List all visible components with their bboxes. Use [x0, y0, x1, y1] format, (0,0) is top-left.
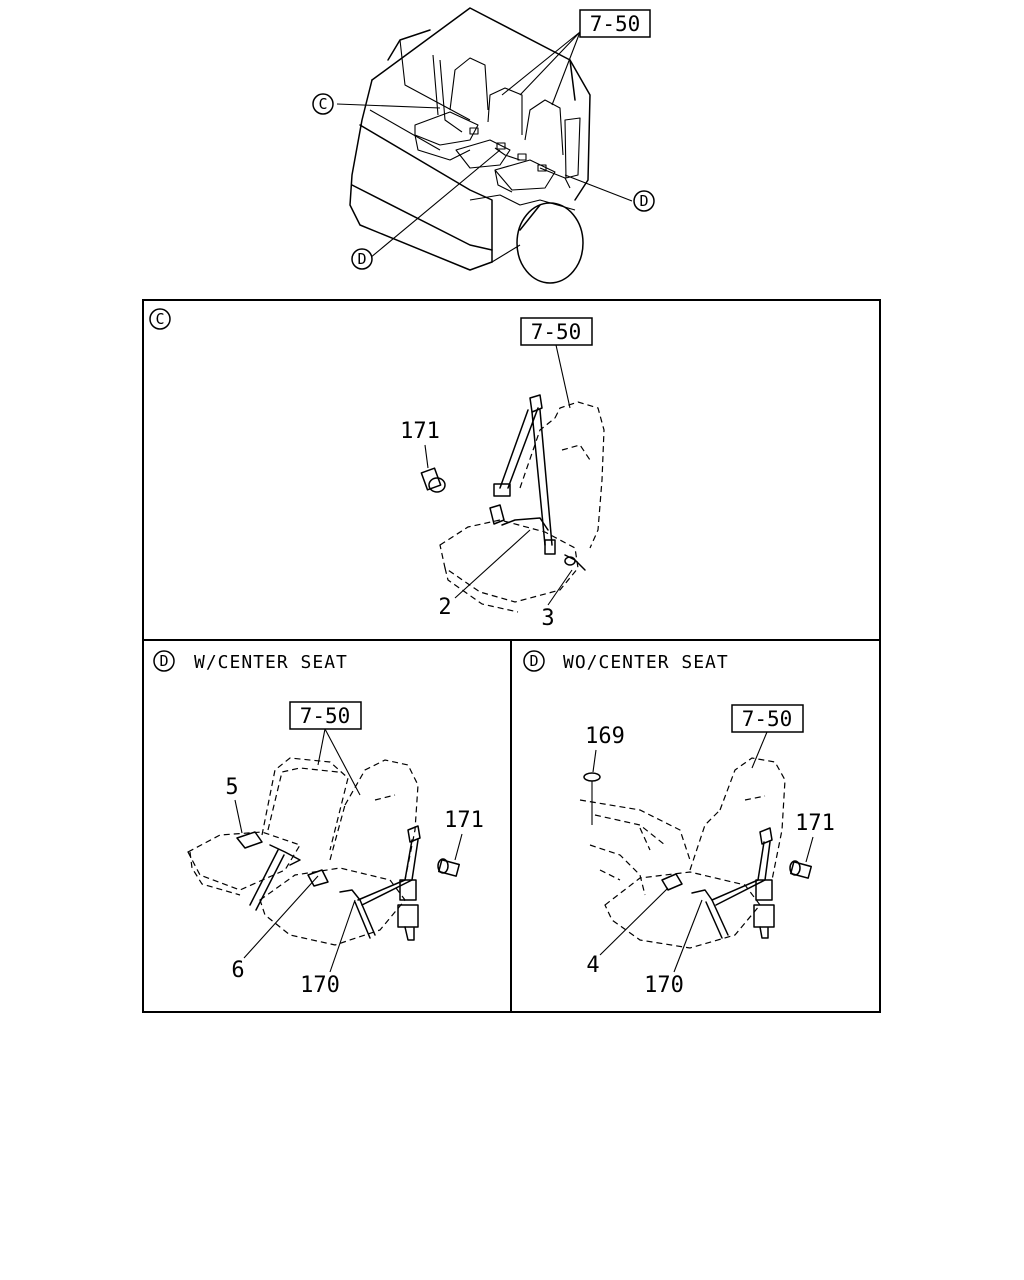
overview-callout-c: [312, 93, 334, 115]
leader-170-d-right: [673, 899, 703, 973]
panel-c-callout-text: C: [155, 310, 164, 328]
part-number-171-d-left: 171: [444, 808, 484, 833]
bolt-171-icon: [420, 467, 446, 493]
panel-d-right-callout-text: D: [529, 652, 538, 670]
panel-c-ref-text: 7-50: [531, 320, 582, 344]
part-number-5: 5: [225, 775, 238, 800]
panel-d-left-ref-leader-1: [317, 728, 326, 766]
overview-callout-c-text: C: [318, 95, 327, 113]
detail-frames: [142, 299, 881, 1013]
part-number-171-d-right: 171: [795, 811, 835, 836]
overview-leader-lines: [336, 31, 633, 259]
panel-c-ref-box: [520, 317, 593, 346]
panel-d-left-caption: W/CENTER SEAT: [194, 652, 348, 673]
panel-c-seat-illustration: [420, 394, 605, 613]
panel-d-right-ref-leader: [751, 731, 768, 769]
overview-callout-d-left-text: D: [357, 250, 366, 268]
leader-169: [592, 749, 597, 773]
overview-ref-box: [579, 9, 651, 38]
panel-c-callout: [149, 308, 171, 330]
panel-d-right-seat-illustration: [579, 757, 812, 949]
part-number-170-d-right: 170: [644, 973, 684, 998]
part-number-3: 3: [541, 606, 554, 631]
panel-d-right-caption: WO/CENTER SEAT: [563, 652, 729, 673]
leader-171-d-right: [805, 836, 814, 863]
panel-d-right-callout: [523, 650, 545, 672]
panel-d-left-ref-text: 7-50: [300, 704, 351, 728]
panel-d-right-ref-text: 7-50: [742, 707, 793, 731]
panel-c-ref-leader: [555, 344, 571, 409]
leader-4: [599, 887, 669, 956]
overview-callout-d-right-text: D: [639, 192, 648, 210]
part-number-4: 4: [586, 953, 599, 978]
leader-3: [547, 569, 573, 606]
overview-callout-d-right: [633, 190, 655, 212]
panel-d-left-ref-leader-2: [324, 728, 361, 796]
bolt-171-icon: [437, 858, 460, 877]
part-number-171-c: 171: [400, 419, 440, 444]
part-number-6: 6: [231, 958, 244, 983]
panel-d-left-callout-text: D: [159, 652, 168, 670]
bolt-171-icon: [789, 860, 812, 879]
plug-169-icon: [583, 772, 601, 825]
overview-ref-text: 7-50: [590, 12, 641, 36]
leader-171-c: [424, 444, 429, 469]
leader-171-d-left: [454, 833, 463, 861]
leader-5: [234, 799, 243, 834]
cab-overview-illustration: [349, 7, 591, 284]
part-number-169: 169: [585, 724, 625, 749]
leader-6: [243, 875, 319, 959]
leader-2: [454, 529, 531, 599]
overview-callout-d-left: [351, 248, 373, 270]
part-number-2: 2: [438, 595, 451, 620]
panel-d-right-ref-box: [731, 704, 804, 733]
panel-d-left-callout: [153, 650, 175, 672]
panel-d-left-seat-illustration: [187, 757, 460, 946]
leader-170-d-left: [329, 899, 356, 973]
part-number-170-d-left: 170: [300, 973, 340, 998]
